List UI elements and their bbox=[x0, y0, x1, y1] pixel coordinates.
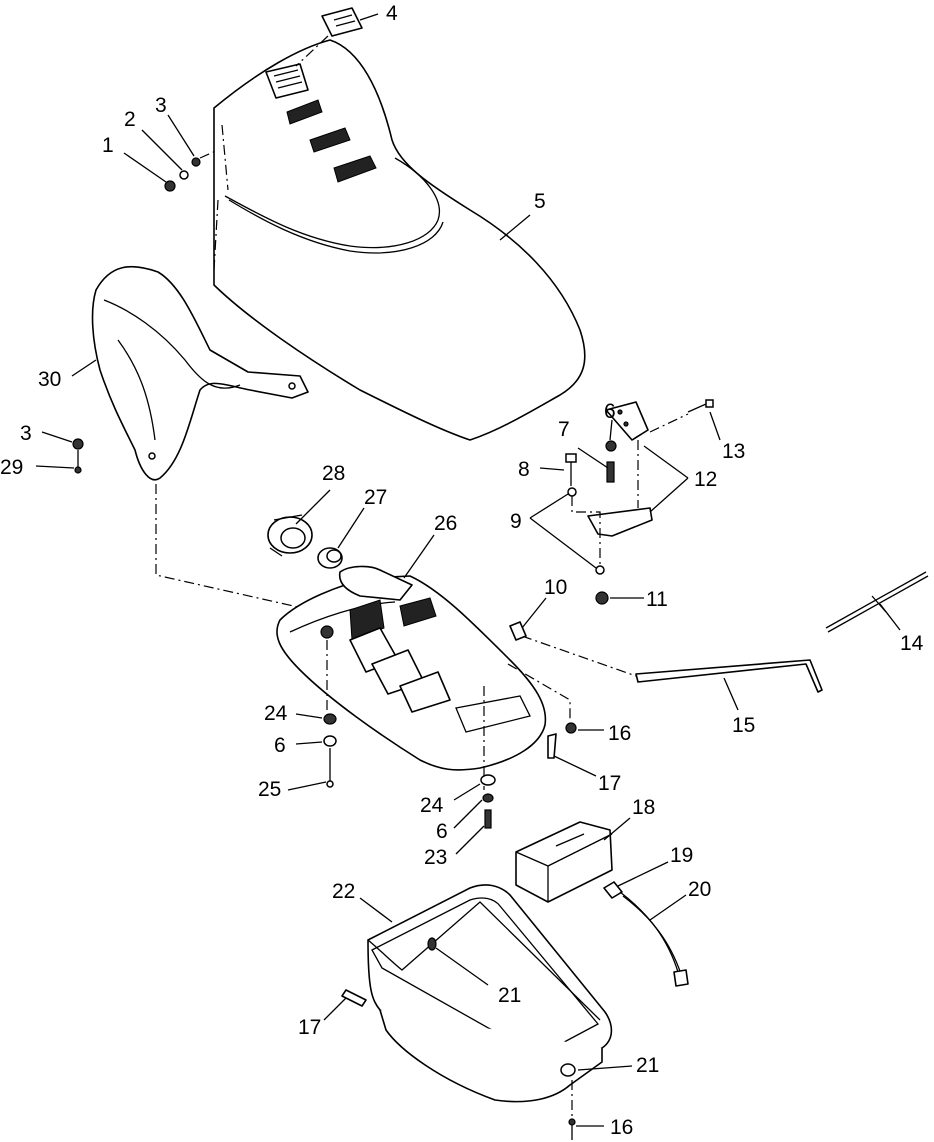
hardware-16-lower[interactable] bbox=[568, 1080, 576, 1140]
fuel-cap-ring-part[interactable] bbox=[267, 514, 313, 557]
callout-6: 6 bbox=[604, 400, 616, 423]
callout-8: 8 bbox=[518, 458, 530, 481]
callout-7: 7 bbox=[558, 418, 570, 441]
callout-25: 25 bbox=[258, 778, 281, 801]
callout-24: 24 bbox=[420, 794, 444, 817]
hardware-16-17-upper[interactable] bbox=[483, 663, 577, 790]
hardware-6-7-8-9-11[interactable] bbox=[565, 440, 617, 605]
callout-17: 17 bbox=[298, 1016, 321, 1039]
callout-2: 2 bbox=[124, 108, 136, 131]
callout-10: 10 bbox=[544, 576, 567, 599]
hardware-17-lower[interactable] bbox=[341, 989, 367, 1007]
callout-17: 17 bbox=[598, 772, 621, 795]
callout-15: 15 bbox=[732, 714, 755, 737]
callout-18: 18 bbox=[632, 796, 655, 819]
battery-part[interactable] bbox=[515, 821, 613, 903]
callout-21: 21 bbox=[636, 1054, 659, 1077]
callout-13: 13 bbox=[722, 440, 745, 463]
callout-1: 1 bbox=[102, 134, 114, 157]
callout-6: 6 bbox=[436, 820, 448, 843]
bolt-13-part[interactable] bbox=[649, 399, 714, 433]
callout-24: 24 bbox=[264, 702, 288, 725]
callout-30: 30 bbox=[38, 368, 61, 391]
callout-26: 26 bbox=[434, 512, 457, 535]
callout-3: 3 bbox=[155, 94, 167, 117]
callout-23: 23 bbox=[424, 846, 447, 869]
leader-lines bbox=[35, 13, 901, 1127]
hardware-24-6-23[interactable] bbox=[480, 774, 496, 829]
callout-21: 21 bbox=[498, 984, 521, 1007]
hardware-24-6-25[interactable] bbox=[323, 640, 337, 788]
callout-16: 16 bbox=[608, 722, 631, 745]
latch-part[interactable] bbox=[295, 7, 363, 67]
callout-27: 27 bbox=[364, 486, 387, 509]
callout-28: 28 bbox=[322, 462, 345, 485]
callout-3: 3 bbox=[20, 422, 32, 445]
callout-6: 6 bbox=[274, 734, 286, 757]
front-hood-part[interactable] bbox=[91, 265, 309, 481]
grommet-part[interactable] bbox=[317, 547, 343, 569]
cable-14-part[interactable] bbox=[825, 571, 929, 633]
callout-29: 29 bbox=[0, 456, 23, 479]
callout-16: 16 bbox=[610, 1116, 633, 1139]
seat-cover-part[interactable] bbox=[213, 39, 586, 441]
battery-tray-part[interactable] bbox=[367, 884, 613, 1103]
callout-12: 12 bbox=[694, 468, 717, 491]
hardware-1-2-3[interactable] bbox=[164, 149, 219, 192]
callout-4: 4 bbox=[386, 2, 398, 25]
clip-10-part[interactable] bbox=[509, 621, 527, 641]
battery-cable-part[interactable] bbox=[603, 881, 689, 987]
callout-9: 9 bbox=[510, 510, 522, 533]
bracket-12-part[interactable] bbox=[587, 401, 653, 537]
hardware-3-29[interactable] bbox=[72, 438, 84, 474]
airbox-part[interactable] bbox=[276, 565, 547, 771]
callout-11: 11 bbox=[646, 588, 668, 611]
callout-22: 22 bbox=[332, 880, 355, 903]
callout-20: 20 bbox=[688, 878, 711, 901]
callout-14: 14 bbox=[900, 632, 924, 655]
rod-15-part[interactable] bbox=[521, 635, 823, 693]
callout-19: 19 bbox=[670, 844, 693, 867]
callout-5: 5 bbox=[534, 190, 546, 213]
